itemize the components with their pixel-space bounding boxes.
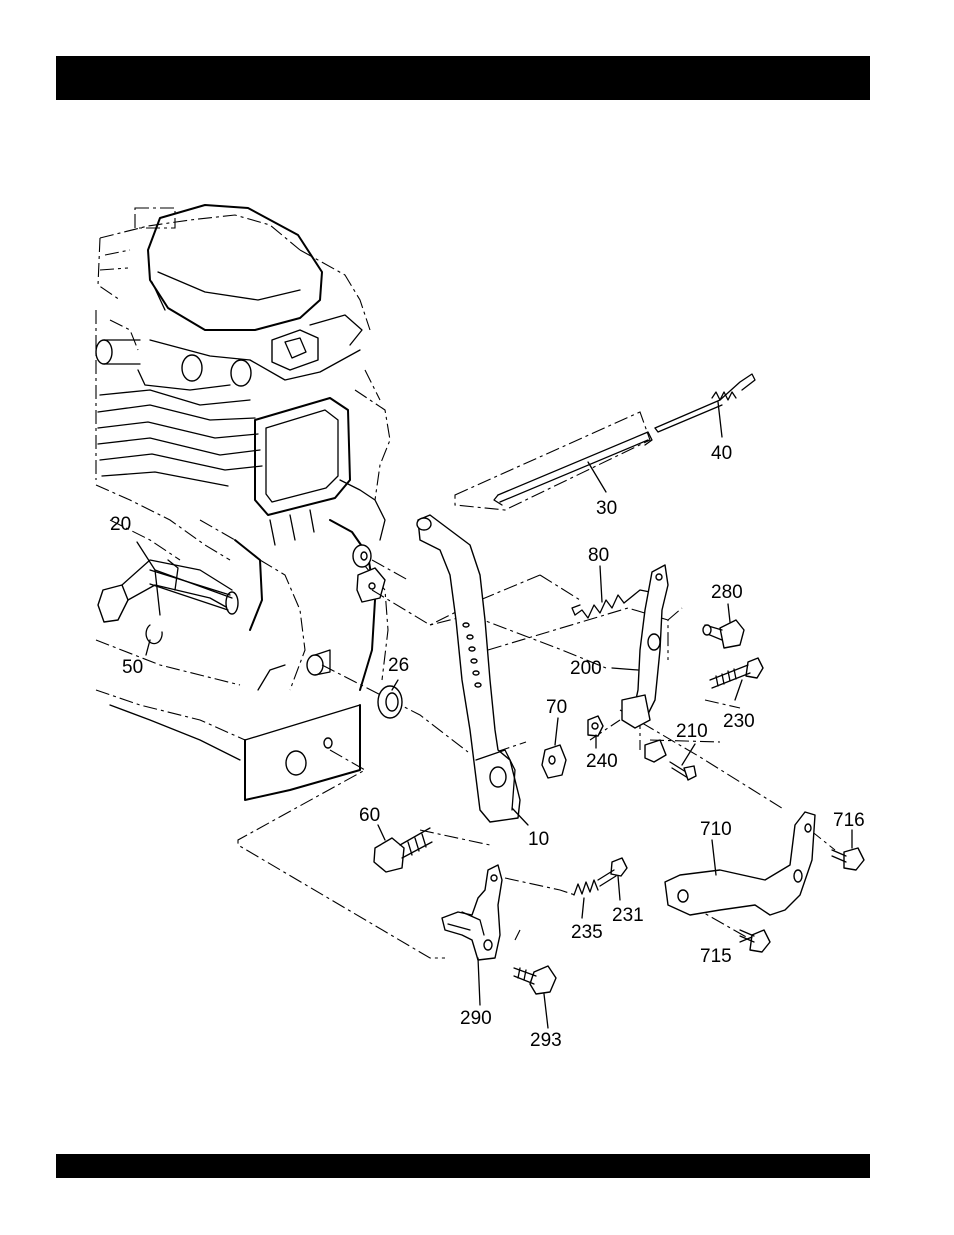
part-10-governor-arm bbox=[417, 515, 520, 822]
part-210-screw bbox=[645, 740, 696, 780]
label-20: 20 bbox=[110, 514, 131, 535]
label-716: 716 bbox=[833, 810, 865, 831]
label-26: 26 bbox=[388, 655, 409, 676]
part-280-knob bbox=[703, 620, 744, 648]
part-235-spring bbox=[574, 880, 598, 895]
label-30: 30 bbox=[596, 498, 617, 519]
part-26-washer bbox=[378, 686, 402, 718]
label-240: 240 bbox=[586, 751, 618, 772]
label-280: 280 bbox=[711, 582, 743, 603]
label-50: 50 bbox=[122, 657, 143, 678]
label-200: 200 bbox=[570, 658, 602, 679]
label-293: 293 bbox=[530, 1030, 562, 1051]
label-40: 40 bbox=[711, 443, 732, 464]
label-715: 715 bbox=[700, 946, 732, 967]
part-290-bracket bbox=[442, 865, 502, 960]
label-710: 710 bbox=[700, 819, 732, 840]
part-231-bolt bbox=[598, 858, 627, 886]
label-60: 60 bbox=[359, 805, 380, 826]
part-230-bolt bbox=[710, 658, 763, 688]
part-50-clip bbox=[146, 625, 162, 644]
part-200-bracket bbox=[622, 565, 668, 728]
label-10: 10 bbox=[528, 829, 549, 850]
part-40-spring bbox=[655, 374, 755, 432]
label-80: 80 bbox=[588, 545, 609, 566]
label-70: 70 bbox=[546, 697, 567, 718]
label-235: 235 bbox=[571, 922, 603, 943]
label-231: 231 bbox=[612, 905, 644, 926]
part-70-nut bbox=[542, 745, 566, 778]
engine-block bbox=[96, 205, 390, 800]
part-715-screw bbox=[740, 930, 770, 952]
part-716-screw bbox=[832, 848, 864, 870]
part-710-bracket bbox=[665, 812, 815, 915]
label-230: 230 bbox=[723, 711, 755, 732]
label-290: 290 bbox=[460, 1008, 492, 1029]
part-293-bolt bbox=[514, 966, 556, 994]
part-30-rod bbox=[494, 432, 652, 505]
part-80-spring bbox=[572, 590, 650, 618]
label-210: 210 bbox=[676, 721, 708, 742]
